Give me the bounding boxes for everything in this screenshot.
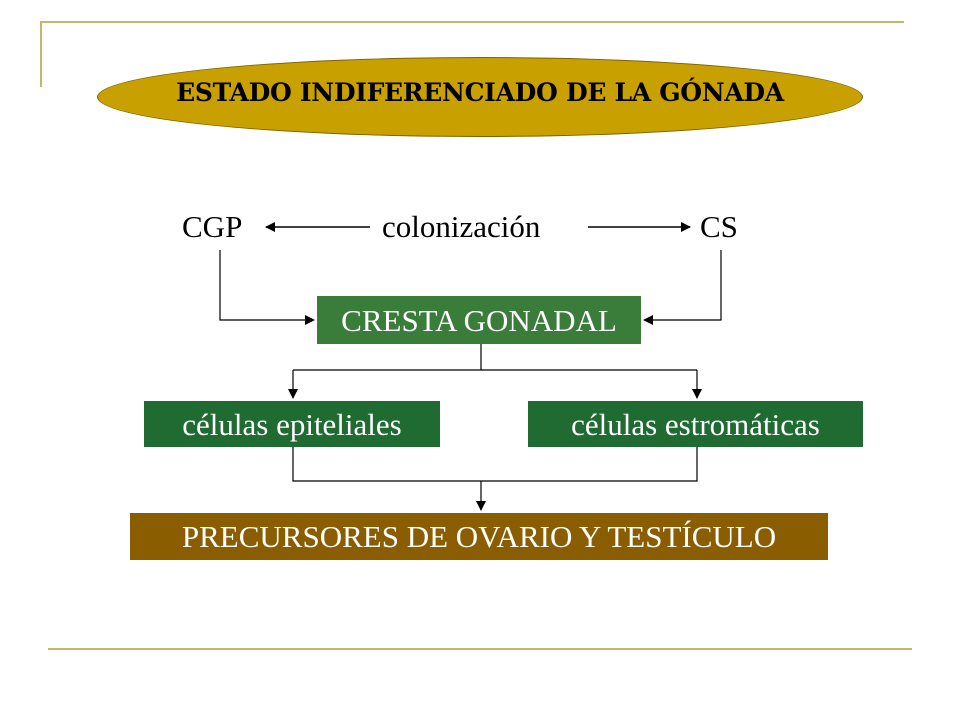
top-decorative-line [40, 21, 904, 23]
cresta-gonadal-label: CRESTA GONADAL [341, 302, 617, 338]
bottom-decorative-line [48, 648, 912, 650]
label-cs: CS [700, 209, 738, 244]
celulas-estromaticas-box: células estromáticas [528, 401, 863, 447]
title-oval [97, 57, 863, 137]
cresta-gonadal-box: CRESTA GONADAL [317, 296, 641, 344]
slide-title: ESTADO INDIFERENCIADO DE LA GÓNADA [176, 78, 784, 107]
label-colonizacion: colonización [382, 209, 541, 244]
left-decorative-line [40, 21, 42, 87]
connector-cgp-cresta [219, 250, 315, 325]
celulas-epiteliales-label: células epiteliales [182, 406, 402, 442]
precursores-box: PRECURSORES DE OVARIO Y TESTÍCULO [130, 513, 828, 560]
connector-cs-cresta [643, 250, 722, 325]
connector-merge [292, 447, 698, 482]
celulas-epiteliales-box: células epiteliales [144, 401, 440, 447]
celulas-estromaticas-label: células estromáticas [571, 406, 820, 442]
label-cgp: CGP [182, 209, 243, 244]
precursores-label: PRECURSORES DE OVARIO Y TESTÍCULO [181, 519, 777, 554]
